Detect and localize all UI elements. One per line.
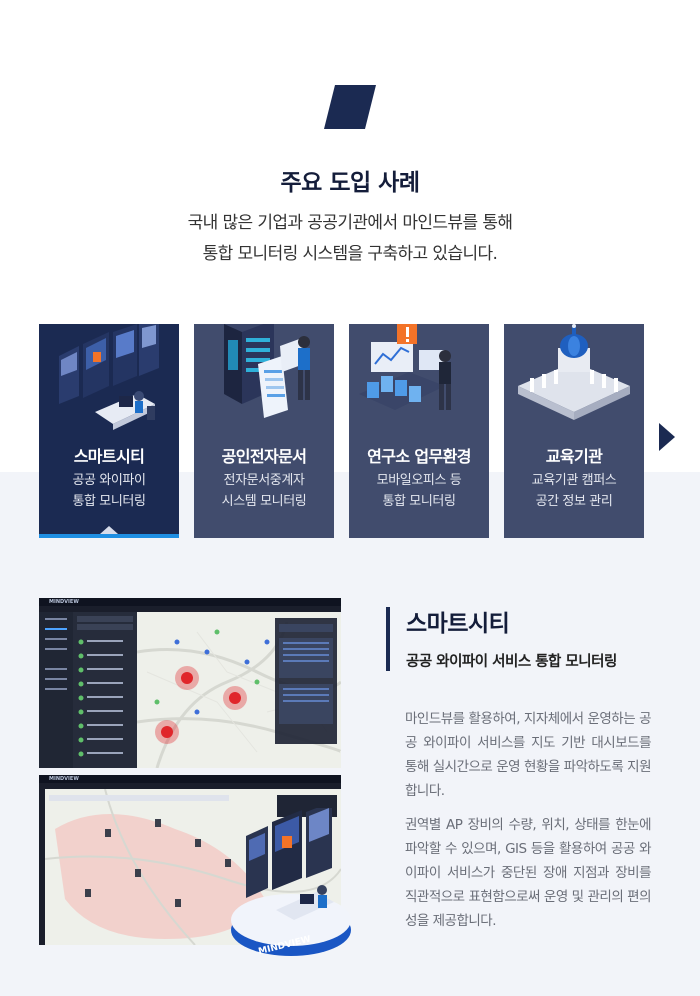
mindview-platform-illustration: MINDVIEW: [231, 808, 351, 957]
dashboard-screenshot-map-list: MINDVIEW: [39, 598, 341, 768]
case-card-e-document[interactable]: 공인전자문서 전자문서중계자 시스템 모니터링: [194, 324, 334, 538]
case-card-title: 공인전자문서: [221, 447, 307, 466]
detail-accent-bar: [386, 607, 390, 671]
page-description: 국내 많은 기업과 공공기관에서 마인드뷰를 통해 통합 모니터링 시스템을 구…: [187, 213, 513, 264]
active-indicator-arrow: [100, 526, 118, 534]
dashboard-device-list: [73, 612, 137, 768]
detail-paragraph-2: 권역별 AP 장비의 수량, 위치, 상태를 한눈에 파악할 수 있으며, GI…: [405, 817, 652, 929]
active-underline: [39, 534, 179, 538]
section-deco-mark: [324, 85, 376, 129]
dashboard-sidebar: [39, 612, 73, 768]
detail-title: 스마트시티: [406, 611, 510, 637]
carousel-next-arrow-icon[interactable]: [657, 421, 677, 453]
case-card-subtitle: 교육기관 캠퍼스 공간 정보 관리: [531, 473, 617, 509]
dashboard-topbar: MINDVIEW: [39, 598, 341, 606]
case-card-subtitle: 공공 와이파이 통합 모니터링: [72, 473, 146, 509]
case-card-title: 교육기관: [545, 447, 603, 466]
case-card-subtitle: 모바일오피스 등 통합 모니터링: [376, 473, 462, 509]
case-card-subtitle: 전자문서중계자 시스템 모니터링: [221, 473, 307, 509]
dashboard-brand: MINDVIEW: [49, 599, 79, 605]
dashboard-brand: MINDVIEW: [49, 776, 79, 782]
page-title: 주요 도입 사례: [280, 170, 420, 196]
research-office-illustration: [359, 324, 451, 410]
case-card-smart-city[interactable]: 스마트시티 공공 와이파이 통합 모니터링: [39, 324, 179, 538]
device-list-rows: [77, 616, 133, 757]
region-map-canvas: [45, 789, 341, 945]
detail-subtitle: 공공 와이파이 서비스 통합 모니터링: [406, 654, 617, 670]
case-card-education[interactable]: 교육기관 교육기관 캠퍼스 공간 정보 관리: [504, 324, 644, 538]
case-card-research-office[interactable]: 연구소 업무환경 모바일오피스 등 통합 모니터링: [349, 324, 489, 538]
e-document-illustration: [224, 324, 310, 418]
detail-paragraph-1: 마인드뷰를 활용하여, 지자체에서 운영하는 공공 와이파이 서비스를 지도 기…: [405, 711, 652, 799]
smart-city-illustration: [59, 324, 159, 430]
case-card-title: 스마트시티: [73, 447, 145, 466]
dashboard-gis-map: [137, 612, 341, 768]
dashboard-topbar: MINDVIEW: [39, 775, 341, 783]
case-card-title: 연구소 업무환경: [367, 447, 471, 466]
gis-map-canvas: [137, 618, 341, 768]
education-building-illustration: [518, 324, 630, 420]
sidebar-menu-icons: [45, 618, 67, 690]
